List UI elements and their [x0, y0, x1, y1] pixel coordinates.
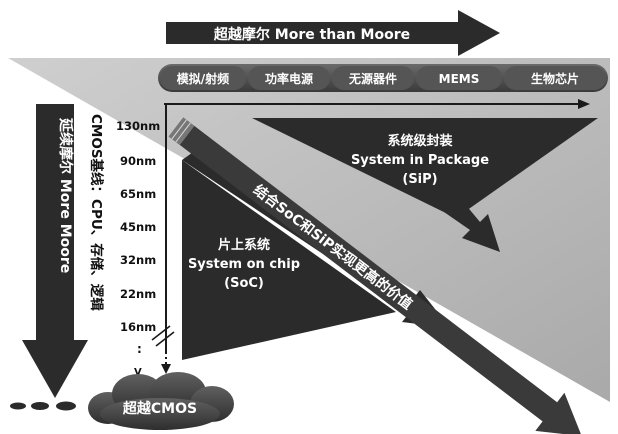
category-label-passive: 无源器件 — [348, 71, 397, 86]
vertical-axis-arrowhead — [161, 364, 171, 374]
node-label-90: 90nm — [120, 154, 156, 168]
soc-title-cn: 片上系统 — [218, 237, 270, 253]
category-label-power: 功率电源 — [265, 71, 313, 86]
node-label-32: 32nm — [120, 253, 156, 267]
category-pills: 模拟/射频 功率电源 无源器件 MEMS 生物芯片 — [158, 64, 608, 92]
more-moore-label: 延续摩尔 More Moore — [57, 117, 74, 273]
soc-triangle — [182, 160, 396, 360]
node-label-16: 16nm — [120, 320, 156, 334]
more-moore-arrow — [22, 104, 88, 398]
sip-triangle — [252, 118, 598, 218]
category-label-rf: 模拟/射频 — [177, 71, 229, 86]
node-label-130: 130nm — [116, 119, 160, 133]
category-pill-rf — [160, 66, 246, 90]
node-arrow-v: V — [134, 367, 142, 378]
node-labels: 130nm 90nm 65nm 45nm 32nm 22nm 16nm : V — [116, 119, 160, 378]
sip-title-en: System in Package — [351, 153, 489, 168]
axis-break-icon — [151, 325, 175, 347]
category-pill-passive — [332, 66, 414, 90]
more-than-moore-label: 超越摩尔 More than Moore — [213, 26, 410, 43]
dash-trail — [10, 401, 76, 411]
category-label-biochip: 生物芯片 — [531, 71, 579, 86]
beyond-cmos-cloud — [88, 372, 234, 430]
category-label-mems: MEMS — [439, 72, 480, 86]
node-label-45: 45nm — [120, 220, 156, 234]
category-pill-biochip — [504, 66, 606, 90]
node-ellipsis: : — [137, 342, 142, 356]
category-pill-mems — [416, 66, 502, 90]
cmos-baseline-label: CMOS基线：CPU、存储、逻辑 — [88, 114, 105, 311]
horizontal-axis-arrowhead — [578, 99, 590, 109]
sip-arrow — [444, 198, 500, 252]
category-pill-power — [248, 66, 330, 90]
more-than-moore-arrow — [166, 10, 500, 56]
sip-title-cn: 系统级封装 — [387, 133, 452, 149]
beyond-cmos-label: 超越CMOS — [122, 400, 197, 417]
node-label-22: 22nm — [120, 287, 156, 301]
soc-title-en: System on chip — [188, 257, 300, 272]
soc-title-abbr: (SoC) — [224, 276, 264, 291]
sip-title-abbr: (SiP) — [402, 172, 437, 187]
node-label-65: 65nm — [120, 187, 156, 201]
